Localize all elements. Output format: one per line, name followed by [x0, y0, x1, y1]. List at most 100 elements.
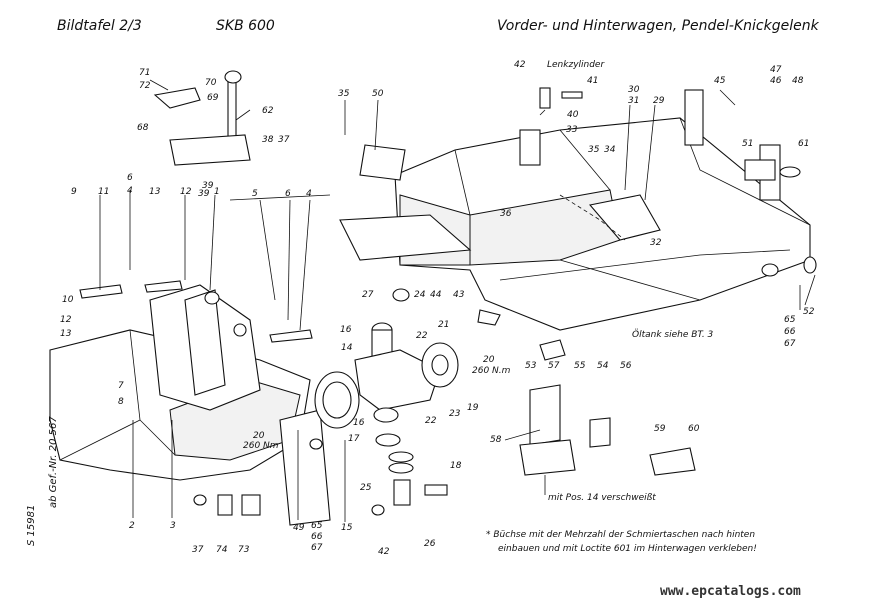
callout-12-top: 12 [180, 187, 192, 197]
serial-note: ab Gef.-Nr. 20 567 [48, 416, 59, 508]
callout-31: 31 [628, 96, 639, 106]
footnote-line-1: * Büchse mit der Mehrzahl der Schmiertas… [486, 530, 756, 540]
callout-44: 44 [430, 290, 442, 300]
callout-42-top: 42 [514, 60, 526, 70]
callout-74: 74 [216, 545, 228, 555]
callout-9: 9 [71, 187, 77, 197]
callout-5: 5 [252, 189, 258, 199]
footnote-line-2: einbauen und mit Loctite 601 im Hinterwa… [498, 544, 757, 554]
callout-12-left: 12 [60, 315, 72, 325]
loose-parts [79, 70, 801, 516]
callout-37-low: 37 [192, 545, 204, 555]
callout-27: 27 [362, 290, 374, 300]
callout-56: 56 [620, 361, 632, 371]
callout-60: 60 [688, 424, 700, 434]
callout-59: 59 [654, 424, 666, 434]
callout-37: 37 [278, 135, 290, 145]
callout-4-left: 4 [127, 186, 133, 196]
callout-23: 23 [449, 409, 461, 419]
callout-15: 15 [341, 523, 353, 533]
callout-55: 55 [574, 361, 586, 371]
callout-65-low: 65 [311, 521, 323, 531]
callout-8: 8 [118, 397, 124, 407]
callout-22-mid: 22 [416, 331, 428, 341]
callout-50: 50 [372, 89, 384, 99]
callout-10: 10 [62, 295, 74, 305]
callout-14: 14 [341, 343, 353, 353]
torque-spec-left: 260 Nm [243, 441, 279, 451]
callout-13-left: 13 [60, 329, 72, 339]
callout-6-mid: 6 [285, 189, 291, 199]
front-frame [49, 284, 331, 526]
callout-20-left: 20 [253, 431, 265, 441]
callout-40: 40 [567, 110, 579, 120]
callout-69: 69 [207, 93, 219, 103]
callout-16-top: 16 [340, 325, 352, 335]
callout-20-right: 20 [483, 355, 495, 365]
drawing-number: S 15981 [26, 504, 37, 546]
leader-lines [99, 79, 816, 522]
callout-67-low: 67 [311, 543, 323, 553]
callout-72: 72 [139, 81, 151, 91]
callout-36: 36 [500, 209, 512, 219]
callout-45: 45 [714, 76, 726, 86]
callout-18: 18 [450, 461, 462, 471]
callout-labels: 71 72 70 69 68 62 38 37 39 35 50 42 41 4… [60, 60, 815, 557]
model-name: SKB 600 [216, 18, 275, 34]
callout-43: 43 [453, 290, 465, 300]
callout-1: 1 [214, 187, 220, 197]
callout-21: 21 [438, 320, 449, 330]
callout-62: 62 [262, 106, 274, 116]
torque-spec-right: 260 N.m [472, 366, 511, 376]
callout-6-left: 6 [127, 173, 133, 183]
callout-51: 51 [742, 139, 753, 149]
callout-61: 61 [798, 139, 809, 149]
callout-42-low: 42 [378, 547, 390, 557]
pendulum-joint [314, 214, 501, 516]
callout-71: 71 [139, 68, 150, 78]
assembly-footnote: * Büchse mit der Mehrzahl der Schmiertas… [486, 528, 757, 556]
note-lenkzylinder: Lenkzylinder [547, 60, 605, 70]
callout-17: 17 [348, 434, 360, 444]
callout-54: 54 [597, 361, 609, 371]
plate-number: Bildtafel 2/3 [57, 18, 142, 34]
callout-38: 38 [262, 135, 274, 145]
callout-73: 73 [238, 545, 250, 555]
callout-66-right: 66 [784, 327, 796, 337]
callout-39: 39 [202, 181, 214, 191]
callout-35-mid: 35 [588, 145, 600, 155]
callout-52: 52 [803, 307, 815, 317]
callout-32: 32 [650, 238, 662, 248]
callout-33: 33 [566, 125, 578, 135]
watermark-url: www.epcatalogs.com [660, 584, 801, 599]
callout-41: 41 [587, 76, 598, 86]
callout-22-low: 22 [425, 416, 437, 426]
callout-3: 3 [170, 521, 176, 531]
callout-65-right: 65 [784, 315, 796, 325]
callout-68: 68 [137, 123, 149, 133]
callout-13-top: 13 [149, 187, 161, 197]
callout-58: 58 [490, 435, 502, 445]
callout-11: 11 [98, 187, 109, 197]
callout-30: 30 [628, 85, 640, 95]
callout-70: 70 [205, 78, 217, 88]
callout-57: 57 [548, 361, 560, 371]
callout-35-top: 35 [338, 89, 350, 99]
callout-46: 46 [770, 76, 782, 86]
diagram-title: Vorder- und Hinterwagen, Pendel-Knickgel… [497, 18, 819, 34]
callout-4-mid: 4 [306, 189, 312, 199]
callout-16-low: 16 [353, 418, 365, 428]
callout-7: 7 [118, 381, 124, 391]
callout-2: 2 [129, 521, 135, 531]
note-welded: mit Pos. 14 verschweißt [548, 493, 656, 503]
callout-26: 26 [424, 539, 436, 549]
callout-29: 29 [653, 96, 665, 106]
rear-frame [359, 89, 817, 331]
callout-34: 34 [604, 145, 616, 155]
callout-66-low: 66 [311, 532, 323, 542]
callout-39-left: 39 [198, 189, 210, 199]
callout-53: 53 [525, 361, 537, 371]
callout-25: 25 [360, 483, 372, 493]
